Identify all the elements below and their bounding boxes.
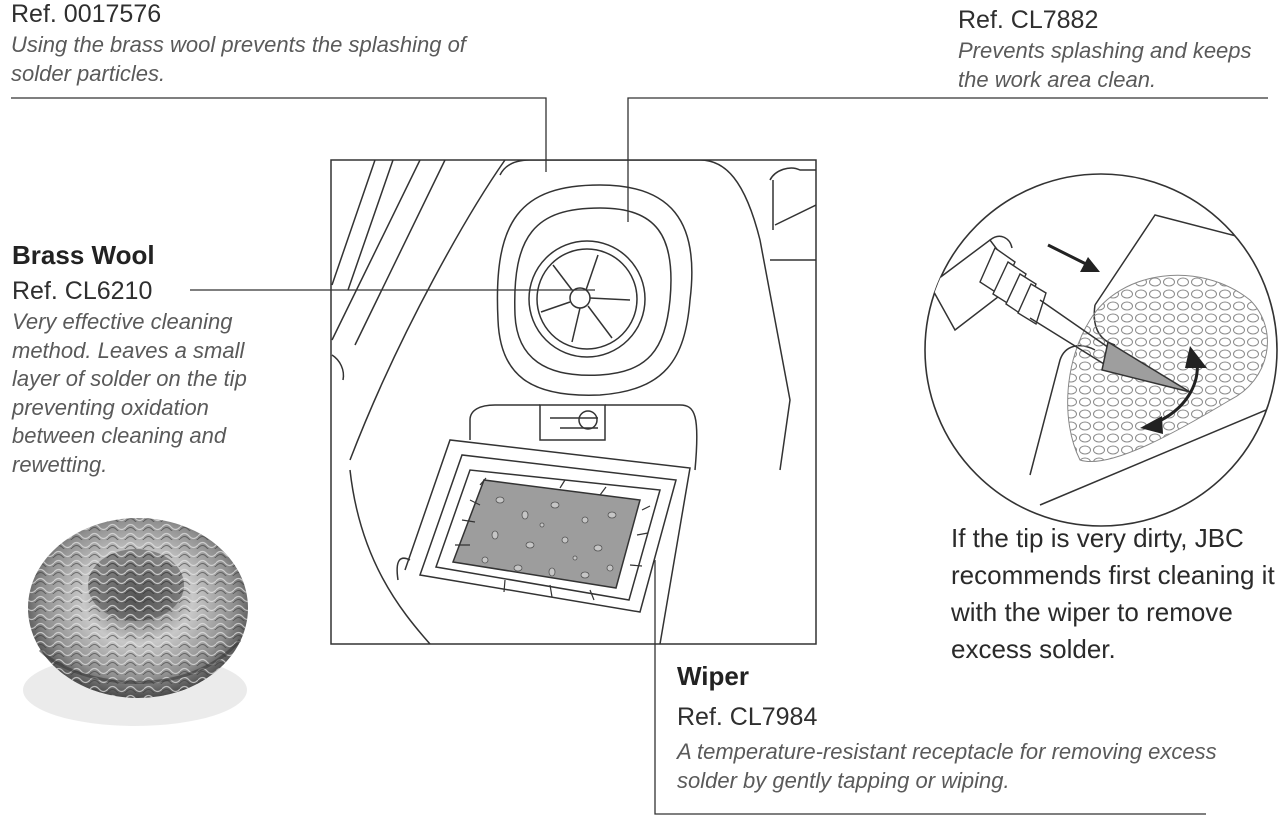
wiper-description: A temperature-resistant receptacle for r… [677, 739, 1217, 793]
brass-wool-description: Very effective cleaning method. Leaves a… [12, 309, 247, 477]
cup-spokes [540, 254, 631, 343]
wiper-heading: Wiper [677, 661, 749, 691]
splash-cup-description: Using the brass wool prevents the splash… [11, 32, 466, 86]
ref-cl6210: Ref. CL6210 [12, 277, 153, 305]
tip-cleaning-detail [924, 173, 1278, 527]
sponge-pores [481, 496, 617, 579]
station-frame [330, 159, 817, 645]
ref-0017576: Ref. 0017576 [11, 0, 162, 28]
brass-wool-heading: Brass Wool [12, 240, 155, 270]
ref-cl7984: Ref. CL7984 [677, 703, 818, 731]
tip-cleaning-note: If the tip is very dirty, JBC recommends… [951, 523, 1275, 664]
station-drawing [331, 160, 816, 644]
leader-0017576 [11, 97, 547, 172]
wiper-sponge [451, 479, 641, 589]
double-curved-arrow-icon [1140, 346, 1207, 434]
leader-cl7984 [654, 560, 1206, 815]
brass-wool-image [23, 518, 248, 726]
splash-guard-description: Prevents splashing and keeps the work ar… [958, 38, 1252, 92]
arrow-right-down-icon [1047, 243, 1100, 272]
sponge-spikes [455, 477, 651, 601]
ref-cl7882: Ref. CL7882 [958, 6, 1099, 34]
iron-grip-rings [979, 246, 1047, 326]
leader-cl7882 [627, 97, 1268, 222]
